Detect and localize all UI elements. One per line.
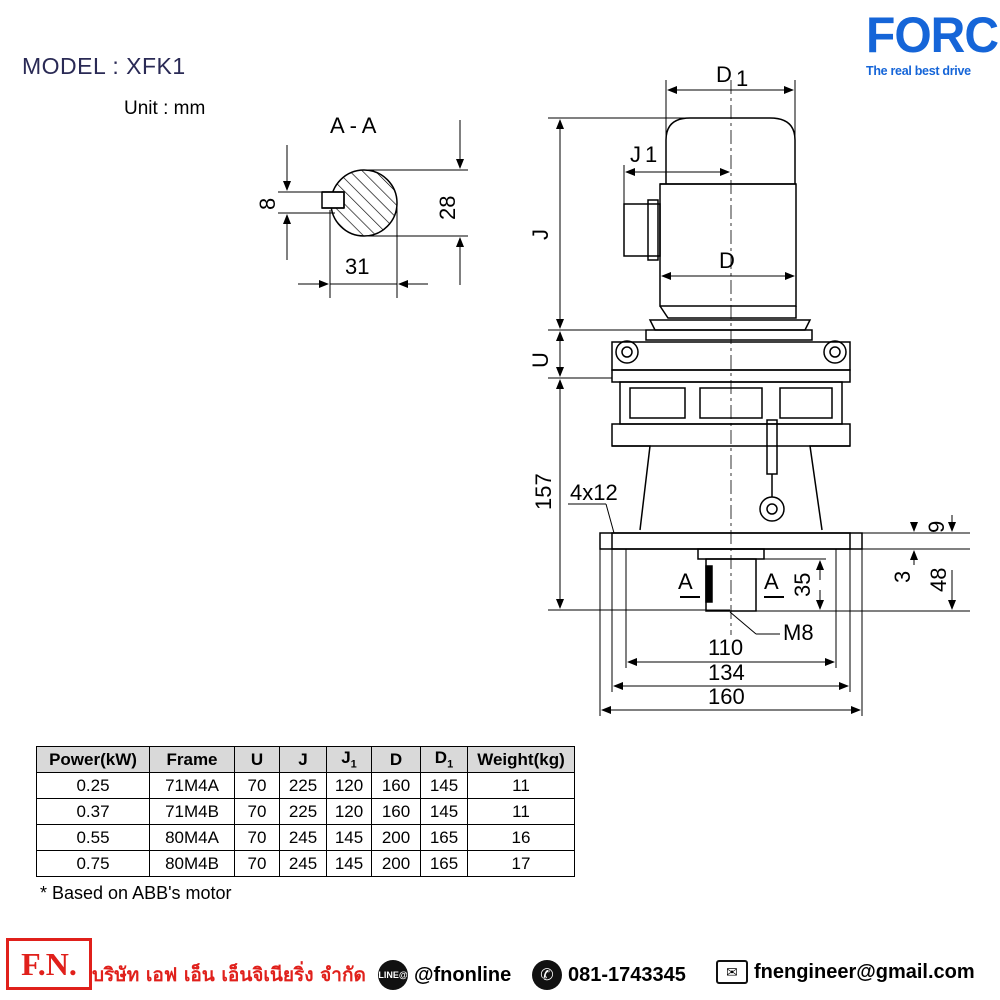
section-title: A - A (330, 113, 377, 138)
cell: 200 (371, 850, 421, 877)
col-d: D (371, 746, 421, 773)
phone-icon: ✆ (532, 960, 562, 990)
cell: 71M4A (149, 772, 235, 799)
cell: 0.25 (36, 772, 150, 799)
col-power: Power(kW) (36, 746, 150, 773)
cell: 145 (326, 850, 372, 877)
cell: 70 (234, 798, 280, 825)
cell: 120 (326, 772, 372, 799)
line-icon: LINE@ (378, 960, 408, 990)
brand-logo: FORCE The real best drive (866, 7, 1000, 78)
dim-d-label: D (719, 248, 735, 273)
cell: 70 (234, 824, 280, 851)
col-u: U (234, 746, 280, 773)
section-mark-a-right: A (764, 569, 779, 594)
fn-logo: F.N. (6, 938, 92, 990)
dim-m8: M8 (783, 620, 814, 645)
unit-label: Unit : mm (124, 98, 206, 119)
cell: 145 (420, 798, 468, 825)
cell: 11 (467, 798, 575, 825)
dim-j-label: J (528, 229, 553, 240)
cell: 80M4A (149, 824, 235, 851)
cell: 160 (371, 798, 421, 825)
cell: 71M4B (149, 798, 235, 825)
footer-bar: F.N. บริษัท เอฟ เอ็น เอ็นจิเนียริ่ง จำกั… (0, 938, 1000, 1000)
cell: 80M4B (149, 850, 235, 877)
gearmotor-outline (599, 80, 863, 635)
dim-48: 48 (926, 568, 951, 592)
col-j1: J1 (326, 746, 372, 773)
col-weight: Weight(kg) (467, 746, 575, 773)
cell: 0.37 (36, 798, 150, 825)
col-frame: Frame (149, 746, 235, 773)
cell: 225 (279, 772, 327, 799)
cell: 120 (326, 798, 372, 825)
cell: 0.55 (36, 824, 150, 851)
dim-3: 3 (890, 571, 915, 583)
main-dimensions (548, 80, 970, 716)
dim-157: 157 (531, 473, 556, 510)
cell: 145 (420, 772, 468, 799)
email-address: fnengineer@gmail.com (754, 960, 975, 983)
cell: 245 (279, 824, 327, 851)
cell: 0.75 (36, 850, 150, 877)
dim-134: 134 (708, 660, 745, 685)
dim-j1-label: J (630, 142, 641, 167)
cell: 165 (420, 824, 468, 851)
phone-contact[interactable]: ✆ 081-1743345 (532, 960, 686, 990)
table-header-row: Power(kW) Frame U J J1 D D1 Weight(kg) (36, 746, 575, 773)
dim-110: 110 (708, 635, 743, 660)
col-j: J (279, 746, 327, 773)
spec-table: Power(kW) Frame U J J1 D D1 Weight(kg) 0… (36, 746, 575, 877)
email-contact[interactable]: ✉ fnengineer@gmail.com (716, 960, 975, 984)
cell: 16 (467, 824, 575, 851)
line-id: @fnonline (414, 963, 512, 986)
section-mark-a-left: A (678, 569, 693, 594)
brand-tagline: The real best drive (866, 64, 971, 78)
cell: 70 (234, 850, 280, 877)
cell: 200 (371, 824, 421, 851)
dim-j1-sub: 1 (645, 142, 657, 167)
dim-8: 8 (255, 198, 280, 210)
cell: 11 (467, 772, 575, 799)
dim-d1-sub: 1 (736, 66, 748, 91)
dim-d1-label: D (716, 62, 732, 87)
line-contact[interactable]: LINE@ @fnonline (378, 960, 511, 990)
cell: 17 (467, 850, 575, 877)
cell: 70 (234, 772, 280, 799)
dim-28: 28 (435, 196, 460, 220)
technical-drawing: A - A 8 28 31 (255, 62, 970, 716)
col-d1: D1 (420, 746, 468, 773)
email-icon: ✉ (716, 960, 748, 984)
dim-35: 35 (790, 573, 815, 597)
cell: 245 (279, 850, 327, 877)
dim-9: 9 (924, 521, 949, 533)
cell: 225 (279, 798, 327, 825)
cell: 160 (371, 772, 421, 799)
dim-holes: 4x12 (570, 480, 618, 505)
dim-160: 160 (708, 684, 745, 709)
section-a-a: A - A (278, 113, 468, 298)
model-title: MODEL : XFK1 (22, 53, 186, 79)
phone-number: 081-1743345 (568, 963, 686, 986)
dim-31: 31 (345, 254, 369, 279)
company-name: บริษัท เอฟ เอ็น เอ็นจิเนียริ่ง จำกัด (92, 964, 366, 986)
cell: 145 (326, 824, 372, 851)
table-footnote: * Based on ABB's motor (40, 883, 232, 903)
dim-u-label: U (528, 352, 553, 368)
brand-name: FORCE (866, 7, 1000, 64)
cell: 165 (420, 850, 468, 877)
